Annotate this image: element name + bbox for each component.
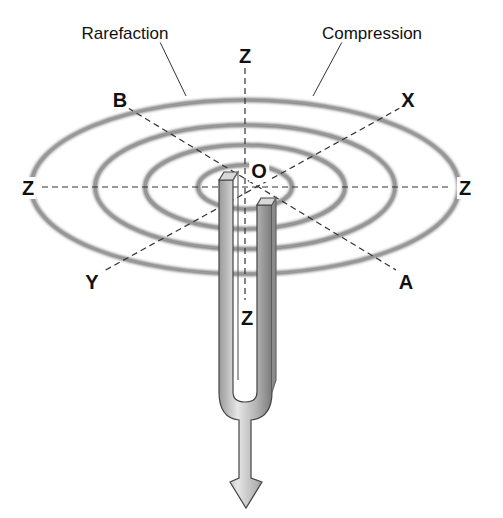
axis-letter: Y [83,271,100,293]
wave-fronts [31,100,459,274]
compression-label: Compression [320,24,424,43]
tuning-fork [219,172,276,508]
axis-letter: Z [239,307,255,329]
axis-letter: B [111,89,129,111]
rarefaction-label: Rarefaction [80,24,171,43]
axis-letter: Z [20,177,36,199]
origin-letter: O [249,160,269,182]
wave-fronts-inner [31,100,459,274]
leader-lines [160,42,342,96]
axes [42,68,452,300]
axis-letter: Z [457,177,473,199]
axis-letter: A [397,271,415,293]
axis-letter: Z [237,45,253,67]
axis-letter: X [399,89,416,111]
